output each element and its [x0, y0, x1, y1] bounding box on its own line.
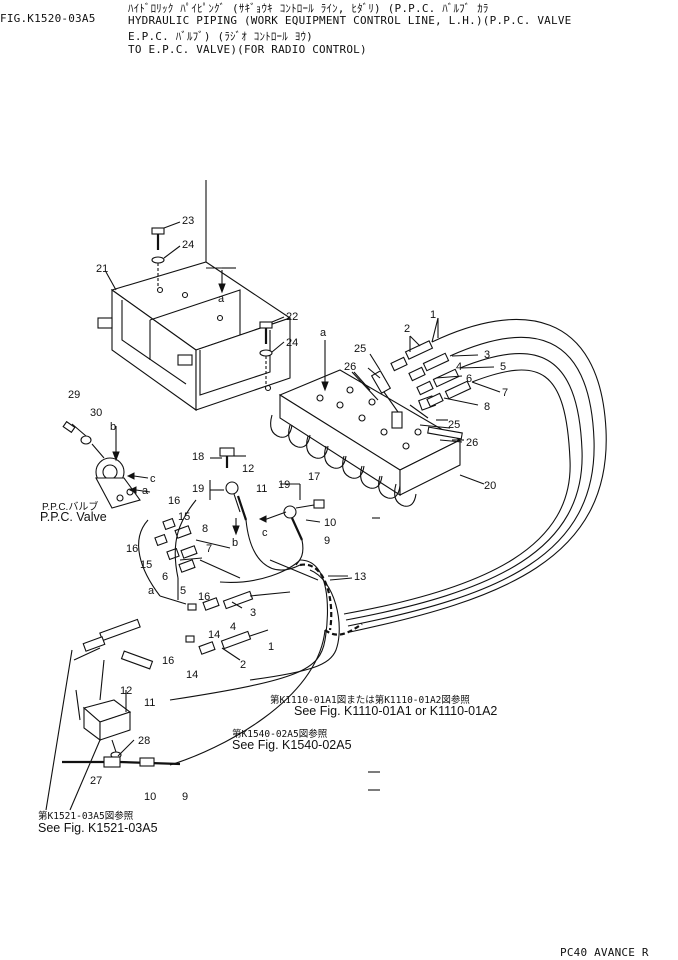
callout-9: 9 [324, 535, 330, 547]
callout-a: a [218, 293, 225, 305]
callout-7: 7 [502, 387, 508, 399]
callout-a: a [320, 327, 327, 339]
bolt-23 [151, 227, 165, 288]
callout-15: 15 [178, 511, 190, 523]
callout-19: 19 [192, 483, 204, 495]
callout-21: 21 [96, 263, 108, 275]
callout-a: a [142, 485, 149, 497]
callout-25: 25 [448, 419, 460, 431]
callout-6: 6 [162, 571, 168, 583]
callout-1: 1 [430, 309, 436, 321]
callout-8: 8 [202, 523, 208, 535]
callout-11: 11 [144, 697, 155, 709]
reference-k1540-en: See Fig. K1540-02A5 [232, 738, 352, 752]
callout-leaders [117, 318, 485, 757]
callout-14: 14 [208, 629, 220, 641]
hose-27-10 [62, 756, 181, 768]
callout-16: 16 [126, 543, 138, 555]
callout-19: 19 [278, 479, 290, 491]
callout-3: 3 [250, 607, 256, 619]
callout-8: 8 [484, 401, 490, 413]
callout-c: c [150, 473, 156, 485]
spiral-guard-13 [299, 563, 363, 636]
callout-numbers: 23 24 21 a 22 24 a 1 2 3 4 5 6 7 8 25 26… [68, 215, 508, 803]
callout-25: 25 [354, 343, 366, 355]
callout-2: 2 [240, 659, 246, 671]
callout-2: 2 [404, 323, 410, 335]
callout-17: 17 [308, 471, 320, 483]
reference-k1110-en: See Fig. K1110-01A1 or K1110-01A2 [294, 704, 498, 718]
callout-14: 14 [186, 669, 198, 681]
swivel-joint-17-19 [258, 483, 325, 541]
title-japanese-line-1: ﾊｲﾄﾞﾛﾘｯｸ ﾊﾟｲﾋﾟﾝｸﾞ (ｻｷﾞｮｳｷ ｺﾝﾄﾛｰﾙ ﾗｲﾝ, ﾋﾀ… [128, 2, 489, 15]
reference-k1110-jp: 第K1110-01A1図または第K1110-01A2図参照 [270, 695, 470, 706]
ppc-valve-label-jp: P.P.C.バルブ [42, 502, 99, 513]
callout-29: 29 [68, 389, 80, 401]
callout-b: b [110, 421, 116, 433]
callout-28: 28 [138, 735, 150, 747]
swivel-joint-18-19 [209, 447, 248, 536]
callout-18: 18 [192, 451, 204, 463]
callout-11: 11 [256, 483, 267, 495]
callout-12: 12 [120, 685, 132, 697]
ppc-valve-label-en: P.P.C. Valve [40, 510, 107, 524]
hose-bundle [169, 318, 607, 766]
callout-23: 23 [182, 215, 194, 227]
bolt-22 [259, 321, 273, 384]
reference-k1521-jp: 第K1521-03A5図参照 [38, 811, 134, 822]
reference-k1521-en: See Fig. K1521-03A5 [38, 821, 158, 835]
callout-12: 12 [242, 463, 254, 475]
callout-22: 22 [286, 311, 298, 323]
callout-26: 26 [344, 361, 356, 373]
figure-number: FIG.K1520-03A5 [0, 12, 96, 25]
callout-10: 10 [144, 791, 156, 803]
callout-5: 5 [500, 361, 506, 373]
callout-24: 24 [182, 239, 194, 251]
callout-1: 1 [268, 641, 274, 653]
footer-model-label: PC40 AVANCE R [560, 946, 649, 959]
callout-16: 16 [162, 655, 174, 667]
callout-10: 10 [324, 517, 336, 529]
callout-16: 16 [168, 495, 180, 507]
callout-a: a [148, 585, 155, 597]
callout-3: 3 [484, 349, 490, 361]
ppc-valve [62, 420, 151, 509]
callout-20: 20 [484, 480, 496, 492]
title-english-line-1: HYDRAULIC PIPING (WORK EQUIPMENT CONTROL… [128, 14, 572, 27]
reference-k1540-jp: 第K1540-02A5図参照 [232, 729, 328, 740]
callout-13: 13 [354, 571, 366, 583]
callout-9: 9 [182, 791, 188, 803]
callout-b: b [232, 537, 238, 549]
callout-24: 24 [286, 337, 298, 349]
callout-4: 4 [456, 361, 462, 373]
callout-7: 7 [206, 543, 212, 555]
callout-26: 26 [466, 437, 478, 449]
lower-fittings [154, 517, 291, 661]
callout-4: 4 [230, 621, 236, 633]
callout-27: 27 [90, 775, 102, 787]
callout-16: 16 [198, 591, 210, 603]
callout-15: 15 [140, 559, 152, 571]
title-japanese-line-2: E.P.C. ﾊﾞﾙﾌﾞ) (ﾗｼﾞｵ ｺﾝﾄﾛｰﾙ ﾖｳ) [128, 30, 313, 43]
callout-c: c [262, 527, 268, 539]
title-english-line-2: TO E.P.C. VALVE)(FOR RADIO CONTROL) [128, 43, 367, 56]
callout-5: 5 [180, 585, 186, 597]
callout-30: 30 [90, 407, 102, 419]
control-valve-block-20 [270, 369, 462, 507]
callout-6: 6 [466, 373, 472, 385]
hose-ends-top [390, 317, 501, 408]
